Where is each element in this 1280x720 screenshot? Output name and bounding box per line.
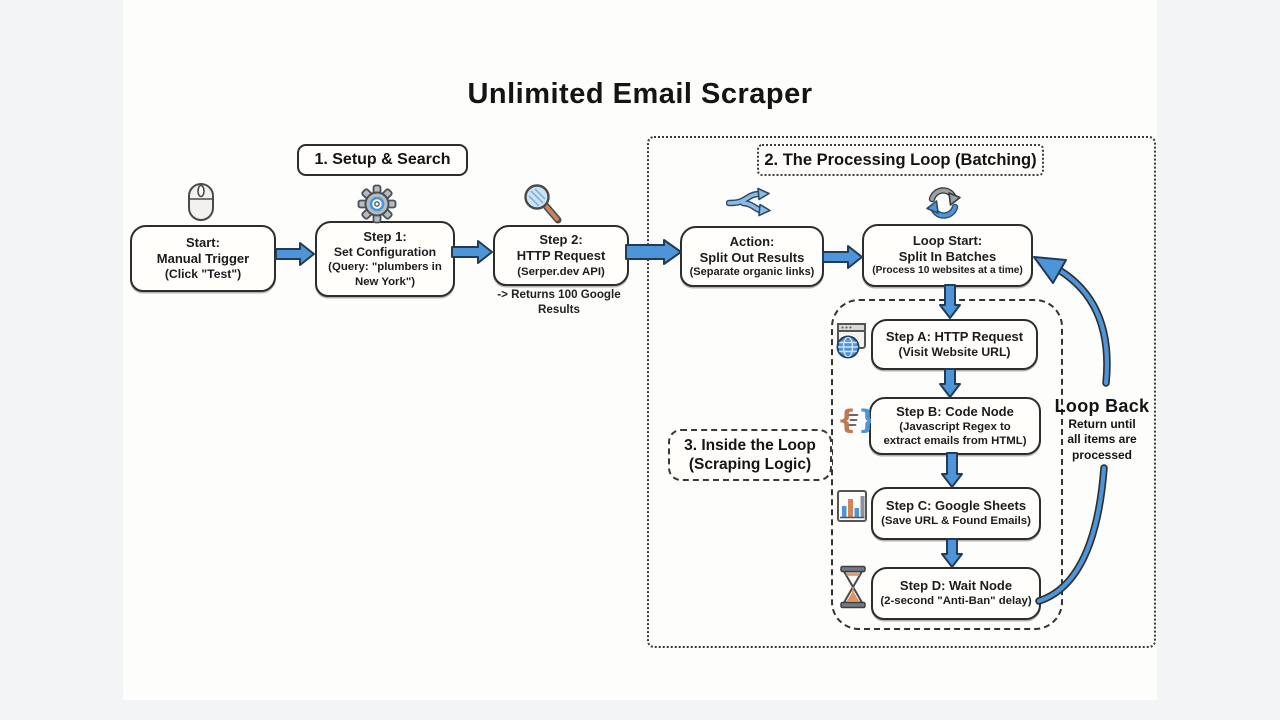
node-line: (Process 10 websites at a time) <box>872 265 1023 277</box>
arrow-start-to-step1 <box>275 242 315 266</box>
node-step-a: Step A: HTTP Request (Visit Website URL) <box>871 319 1038 370</box>
loop-back-note: Return until <box>1068 417 1136 431</box>
node-step2: Step 2: HTTP Request (Serper.dev API) <box>493 225 629 286</box>
node-line: New York") <box>354 275 416 288</box>
section-label-inside-loop: 3. Inside the Loop (Scraping Logic) <box>668 429 832 481</box>
node-action: Action: Split Out Results (Separate orga… <box>680 226 824 287</box>
node-line: (Query: "plumbers in <box>328 261 442 274</box>
magnifier-icon <box>524 184 562 224</box>
node-line: Step 2: <box>539 232 583 248</box>
node-start: Start: Manual Trigger (Click "Test") <box>130 225 276 292</box>
node-line: (Click "Test") <box>164 267 242 282</box>
node-line: (Save URL & Found Emails) <box>881 515 1031 528</box>
node-line: Manual Trigger <box>156 250 250 266</box>
node-step1: Step 1: Set Configuration (Query: "plumb… <box>315 221 455 297</box>
code-braces-icon: { } <box>837 405 871 436</box>
left-margin-band <box>0 0 123 720</box>
node-loop-start: Loop Start: Split In Batches (Process 10… <box>862 224 1033 287</box>
loop-back-annotation: Loop Back Return until all items are pro… <box>1046 396 1158 463</box>
node-line: Split In Batches <box>898 249 997 265</box>
node-line: (Javascript Regex to <box>899 420 1011 433</box>
loop-back-note: all items are <box>1067 432 1137 447</box>
section-label-setup-search: 1. Setup & Search <box>297 144 468 176</box>
gear-icon <box>357 184 397 224</box>
loop-back-note: processed <box>1071 447 1133 462</box>
arrow-step1-to-step2 <box>451 240 493 264</box>
node-line: Start: <box>186 234 220 250</box>
node-line: Split Out Results <box>699 249 805 265</box>
section-label-processing-loop: 2. The Processing Loop (Batching) <box>757 144 1044 176</box>
section-label-text: 2. The Processing Loop (Batching) <box>764 150 1037 169</box>
loop-back-label: Loop Back <box>1054 396 1150 416</box>
section-label-text: (Scraping Logic) <box>688 456 812 473</box>
node-line: HTTP Request <box>516 248 606 264</box>
note-line: -> Returns 100 Google <box>497 288 621 301</box>
node-line: Set Configuration <box>333 245 437 260</box>
node-line: (Serper.dev API) <box>517 265 605 278</box>
bottom-margin-band <box>123 700 1157 720</box>
svg-text:{: { <box>837 405 856 436</box>
node-step-b: Step B: Code Node (Javascript Regex to e… <box>869 397 1041 455</box>
node-line: Step C: Google Sheets <box>885 498 1027 514</box>
hourglass-icon <box>840 565 866 609</box>
step2-note: -> Returns 100 Google Results <box>474 287 644 317</box>
section-label-text: 3. Inside the Loop <box>684 436 816 454</box>
node-line: (Separate organic links) <box>689 265 815 278</box>
node-line: Loop Start: <box>912 233 983 249</box>
node-line: Step A: HTTP Request <box>885 328 1024 344</box>
node-line: extract emails from HTML) <box>883 435 1027 448</box>
processing-loop-container <box>647 136 1156 648</box>
note-line: Results <box>538 303 580 317</box>
node-step-c: Step C: Google Sheets (Save URL & Found … <box>871 487 1041 540</box>
node-line: Step D: Wait Node <box>899 578 1013 594</box>
page-title: Unlimited Email Scraper <box>467 78 813 110</box>
mouse-icon <box>188 183 214 221</box>
node-line: Step B: Code Node <box>896 403 1014 419</box>
node-line: (2-second "Anti-Ban" delay) <box>880 595 1032 608</box>
node-line: Step 1: <box>363 229 407 245</box>
browser-globe-icon <box>836 323 866 359</box>
bar-chart-icon <box>837 490 867 522</box>
refresh-icon <box>926 187 961 219</box>
svg-text:}: } <box>858 405 871 436</box>
section-label-text: 1. Setup & Search <box>314 151 451 168</box>
right-margin-band <box>1157 0 1280 720</box>
node-line: Action: <box>729 233 775 249</box>
node-step-d: Step D: Wait Node (2-second "Anti-Ban" d… <box>871 567 1041 620</box>
node-line: (Visit Website URL) <box>898 344 1011 359</box>
split-icon <box>726 187 771 217</box>
